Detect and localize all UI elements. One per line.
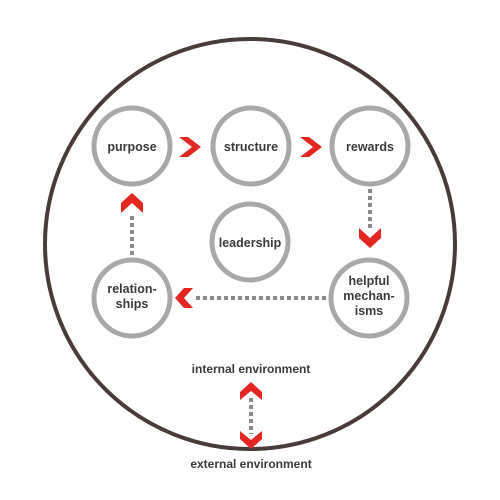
arrow-left-icon xyxy=(175,288,193,308)
node-label-helpful-line2: mechan- xyxy=(343,289,394,303)
node-ring xyxy=(209,201,291,283)
node-ring xyxy=(91,105,173,187)
node-purpose: purpose xyxy=(91,105,173,187)
node-ring xyxy=(329,105,411,187)
node-structure: structure xyxy=(210,105,292,187)
node-label-structure: structure xyxy=(224,140,278,154)
arrow-structure-to-rewards-icon xyxy=(300,137,322,157)
node-ring xyxy=(210,105,292,187)
node-label-helpful-line3: isms xyxy=(355,304,384,318)
arrow-up-icon xyxy=(240,382,262,400)
node-label-relationships-line1: relation- xyxy=(107,282,156,296)
node-label-leadership: leadership xyxy=(219,236,282,250)
node-relationships: relation- ships xyxy=(91,257,173,339)
internal-environment-label: internal environment xyxy=(192,362,311,376)
arrow-down-icon xyxy=(240,431,262,449)
node-label-helpful-line1: helpful xyxy=(349,274,390,288)
node-ring xyxy=(91,257,173,339)
external-environment-label: external environment xyxy=(190,457,311,471)
arrow-purpose-to-structure-icon xyxy=(179,137,201,157)
node-label-rewards: rewards xyxy=(346,140,394,154)
arrow-up-icon xyxy=(121,193,143,213)
node-ring xyxy=(328,257,410,339)
organization-boundary-circle xyxy=(43,37,457,451)
node-label-purpose: purpose xyxy=(107,140,156,154)
node-rewards: rewards xyxy=(329,105,411,187)
node-helpful-mechanisms: helpful mechan- isms xyxy=(328,257,410,339)
node-label-relationships-line2: ships xyxy=(116,297,149,311)
arrow-down-icon xyxy=(359,228,381,248)
node-leadership: leadership xyxy=(209,201,291,283)
